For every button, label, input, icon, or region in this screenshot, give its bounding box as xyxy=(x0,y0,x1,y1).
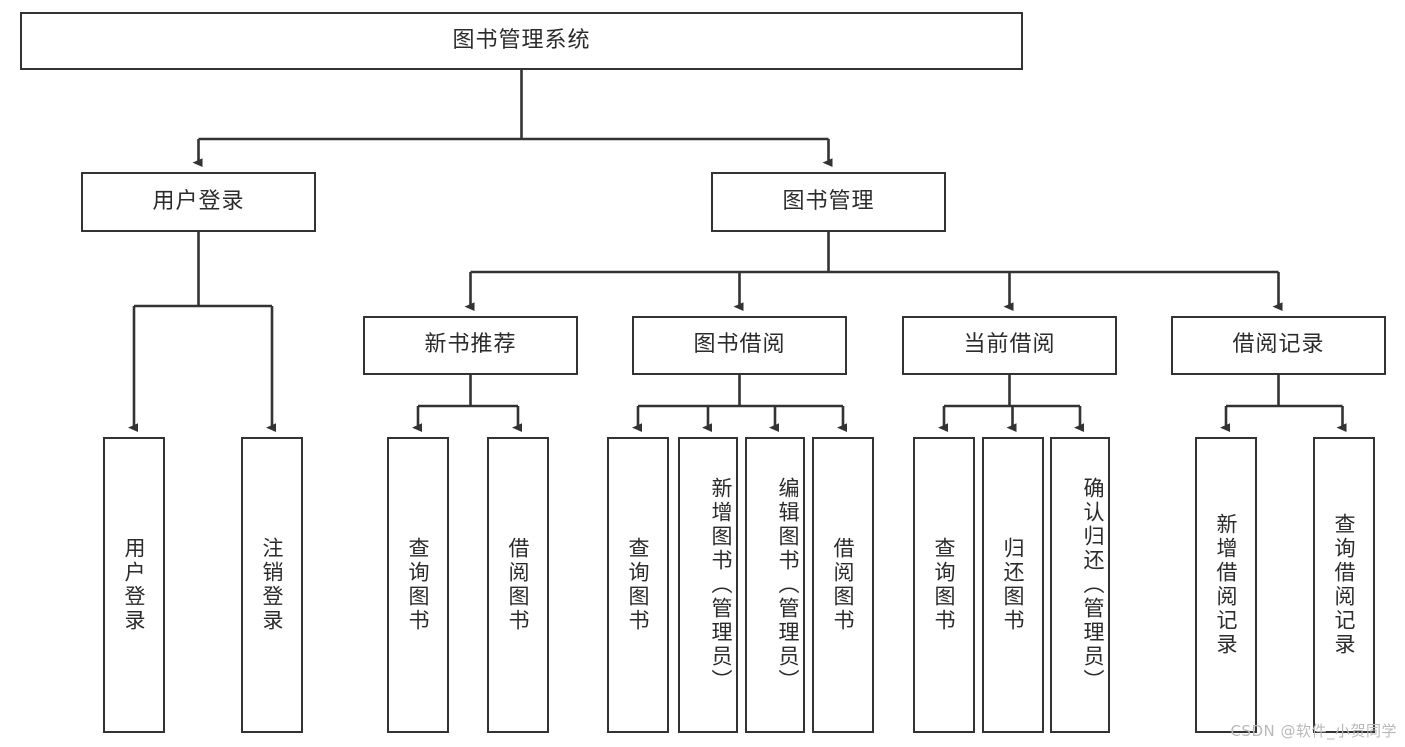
node-user-login[interactable]: 用户登录 xyxy=(81,172,316,232)
node-label: 图书管理 xyxy=(782,188,875,214)
node-label: 归还图书 xyxy=(1001,537,1025,633)
node-label: 用户登录 xyxy=(122,537,146,633)
node-label: 新增图书（管理员） xyxy=(709,477,733,693)
node-label: 查询图书 xyxy=(406,537,430,633)
node-borrow-record[interactable]: 借阅记录 xyxy=(1171,316,1386,375)
node-label: 查询借阅记录 xyxy=(1332,513,1356,657)
node-label: 借阅图书 xyxy=(506,537,530,633)
leaf-edit-book-admin[interactable]: 编辑图书（管理员） xyxy=(745,437,805,733)
leaf-query-borrow-record[interactable]: 查询借阅记录 xyxy=(1313,437,1375,733)
leaf-borrow-book-recommend[interactable]: 借阅图书 xyxy=(487,437,549,733)
node-label: 确认归还（管理员） xyxy=(1081,477,1105,693)
watermark: CSDN @软件_小贺同学 xyxy=(1230,722,1397,740)
node-label: 用户登录 xyxy=(152,188,245,214)
node-label: 图书借阅 xyxy=(693,332,786,358)
node-label: 新书推荐 xyxy=(424,332,517,358)
node-label: 借阅记录 xyxy=(1232,332,1325,358)
node-new-book-recommend[interactable]: 新书推荐 xyxy=(363,316,578,375)
leaf-confirm-return-admin[interactable]: 确认归还（管理员） xyxy=(1050,437,1110,733)
leaf-query-book-borrow[interactable]: 查询图书 xyxy=(607,437,669,733)
leaf-query-book-current[interactable]: 查询图书 xyxy=(913,437,975,733)
node-label: 查询图书 xyxy=(626,537,650,633)
leaf-query-book-recommend[interactable]: 查询图书 xyxy=(387,437,449,733)
leaf-add-book-admin[interactable]: 新增图书（管理员） xyxy=(678,437,738,733)
node-label: 新增借阅记录 xyxy=(1214,513,1238,657)
leaf-return-book[interactable]: 归还图书 xyxy=(982,437,1044,733)
leaf-add-borrow-record[interactable]: 新增借阅记录 xyxy=(1195,437,1257,733)
leaf-user-login[interactable]: 用户登录 xyxy=(103,437,165,733)
node-label: 图书管理系统 xyxy=(452,27,591,53)
node-label: 当前借阅 xyxy=(963,332,1056,358)
node-current-borrow[interactable]: 当前借阅 xyxy=(902,316,1117,375)
leaf-borrow-book[interactable]: 借阅图书 xyxy=(812,437,874,733)
node-label: 注销登录 xyxy=(260,537,284,633)
node-book-management[interactable]: 图书管理 xyxy=(711,172,946,232)
node-root-book-management-system[interactable]: 图书管理系统 xyxy=(20,12,1023,70)
node-label: 查询图书 xyxy=(932,537,956,633)
node-label: 编辑图书（管理员） xyxy=(776,477,800,693)
node-label: 借阅图书 xyxy=(831,537,855,633)
leaf-logout[interactable]: 注销登录 xyxy=(241,437,303,733)
node-book-borrow[interactable]: 图书借阅 xyxy=(632,316,847,375)
